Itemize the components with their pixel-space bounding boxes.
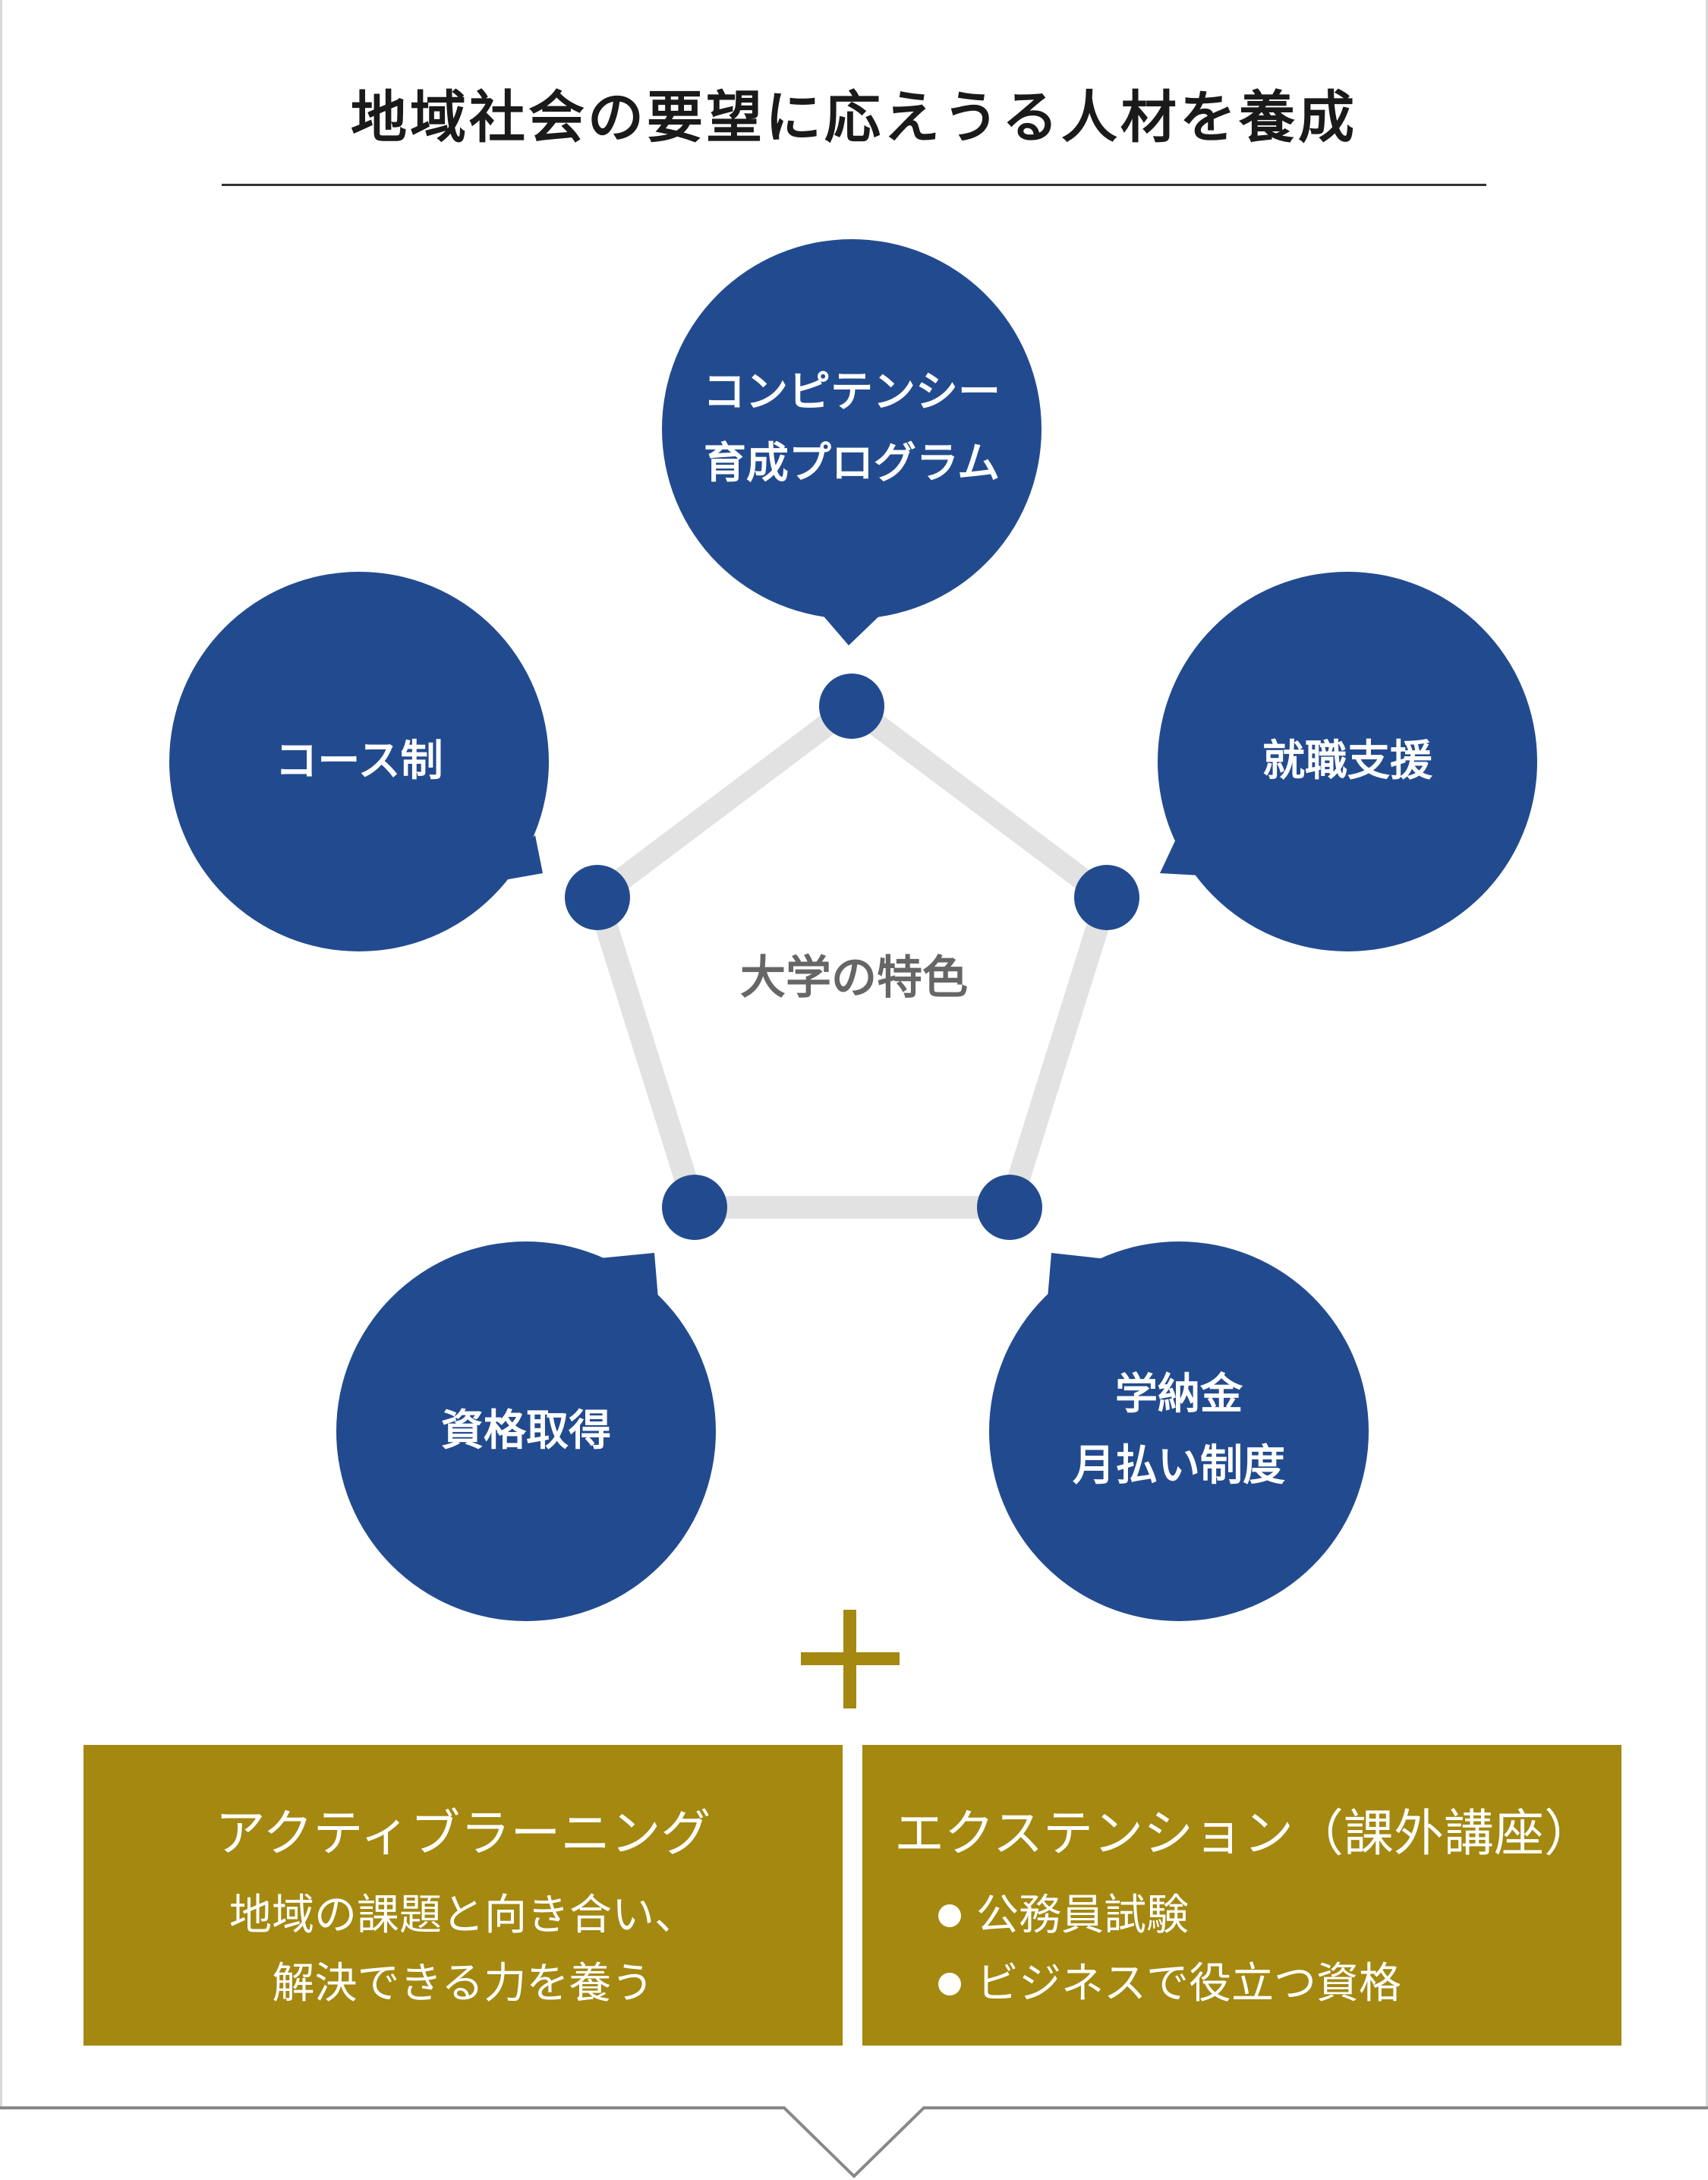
plus-icon [801, 1610, 900, 1708]
node-bottom-right [977, 1175, 1042, 1240]
list-item: ビジネスで役立つ資格 [938, 1950, 1401, 2018]
node-right [1074, 865, 1139, 930]
bubble-career-support [1158, 572, 1537, 951]
bubble-course-system [169, 572, 549, 951]
frame-right-border [1706, 0, 1708, 2108]
feature-label-qualifications: 資格取得 [441, 1406, 611, 1456]
pentagon-outline [586, 695, 1118, 1219]
active-learning-box: アクティブラーニング 地域の課題と向き合い、 解決できる力を養う [84, 1745, 843, 2046]
extension-list: 公務員試験 ビジネスで役立つ資格 [938, 1882, 1401, 2018]
bubble-qualifications [336, 1241, 716, 1621]
feature-label-career-support: 就職支援 [1262, 737, 1432, 786]
extension-box: エクステンション（課外講座） 公務員試験 ビジネスで役立つ資格 [862, 1745, 1621, 2046]
node-top [819, 674, 884, 739]
node-bottom-left [662, 1175, 727, 1240]
feature-label-competency: コンピテンシー 育成プログラム [703, 368, 1001, 488]
bottom-chevron-divider [0, 2106, 1708, 2178]
list-item: 公務員試験 [938, 1882, 1401, 1950]
active-learning-heading: アクティブラーニング [215, 1804, 711, 1863]
node-left [565, 865, 630, 930]
feature-label-tuition: 学納金 月払い制度 [1073, 1370, 1285, 1491]
feature-diagram [169, 239, 1537, 1621]
bubble-tuition [989, 1241, 1369, 1621]
page-title: 地域社会の要望に応えうる人材を養成 [351, 85, 1357, 150]
title-underline [222, 184, 1486, 186]
extension-heading: エクステンション（課外講座） [894, 1804, 1595, 1863]
frame-left-border [0, 0, 2, 2108]
bubble-competency [662, 239, 1042, 645]
center-label: 大学の特色 [740, 951, 968, 1005]
active-learning-description: 地域の課題と向き合い、 解決できる力を養う [229, 1891, 697, 2008]
feature-label-course-system: コース制 [275, 737, 443, 786]
